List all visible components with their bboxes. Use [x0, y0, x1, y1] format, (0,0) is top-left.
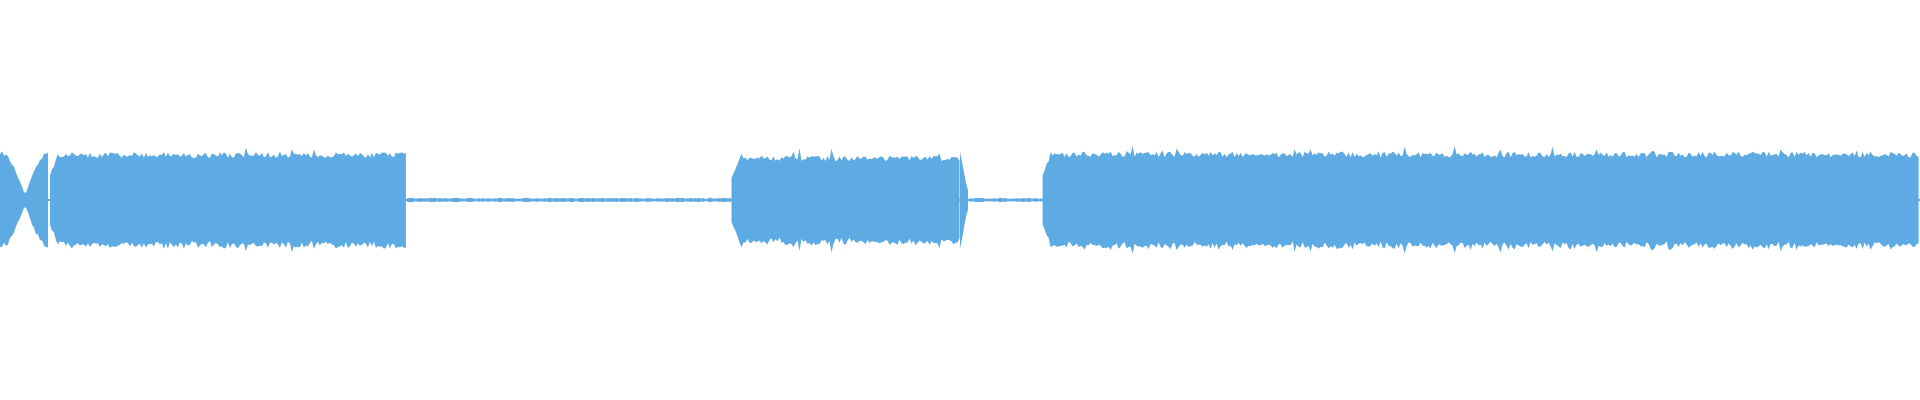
waveform-center-line	[0, 199, 1920, 201]
waveform-segments	[0, 146, 1920, 254]
